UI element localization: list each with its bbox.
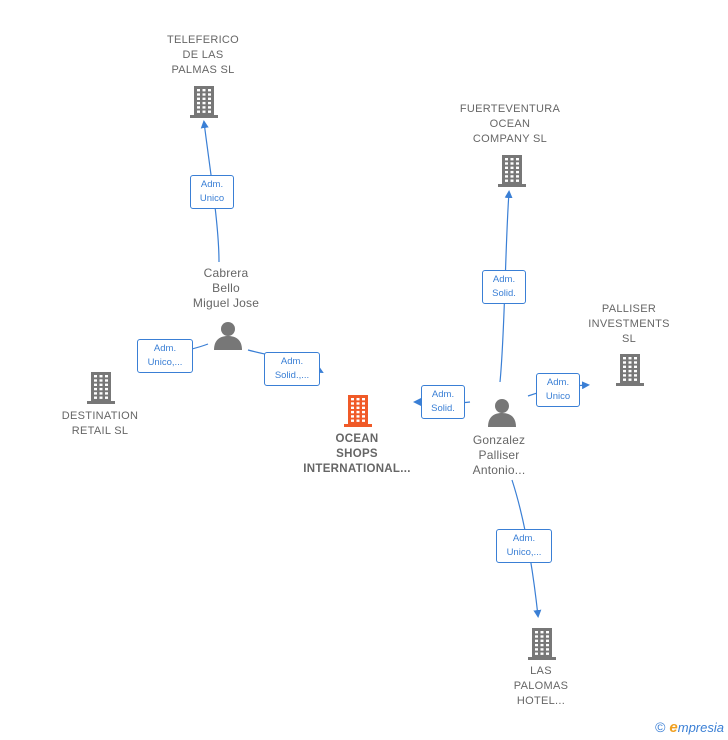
building-icon-ocean-shops[interactable] (342, 393, 374, 434)
node-label-fuerteventura[interactable]: FUERTEVENTURA OCEAN COMPANY SL (459, 103, 561, 145)
edge-label-gonzalez-fuerteventura[interactable]: Adm. Solid. (482, 270, 526, 304)
node-label-las-palomas[interactable]: LAS PALOMAS HOTEL... (513, 665, 569, 707)
edge-label-cabrera-ocean-shops[interactable]: Adm. Solid.,... (264, 352, 320, 386)
building-icon-destination[interactable] (85, 370, 117, 411)
person-icon-cabrera[interactable] (213, 320, 243, 355)
brand-logo-text: mpresia (677, 720, 724, 735)
edge-label-gonzalez-las-palomas[interactable]: Adm. Unico,... (496, 529, 552, 563)
person-icon-gonzalez[interactable] (487, 397, 517, 432)
edge-label-cabrera-destination[interactable]: Adm. Unico,... (137, 339, 193, 373)
building-icon-palliser-investments[interactable] (614, 352, 646, 393)
node-label-destination[interactable]: DESTINATION RETAIL SL (61, 410, 139, 437)
node-label-gonzalez[interactable]: Gonzalez Palliser Antonio... (472, 433, 526, 477)
copyright-icon: © (655, 719, 666, 735)
building-icon-teleferico[interactable] (188, 84, 220, 125)
building-icon-las-palomas[interactable] (526, 626, 558, 667)
node-label-cabrera[interactable]: Cabrera Bello Miguel Jose (192, 266, 260, 310)
node-label-teleferico[interactable]: TELEFERICO DE LAS PALMAS SL (166, 34, 240, 76)
footer-brand: ©empresia (655, 719, 724, 736)
building-icon-fuerteventura[interactable] (496, 153, 528, 194)
brand-logo-e: e (669, 719, 678, 736)
edge-label-gonzalez-ocean-shops[interactable]: Adm. Solid. (421, 385, 465, 419)
edge-label-cabrera-teleferico[interactable]: Adm. Unico (190, 175, 234, 209)
node-label-palliser-investments[interactable]: PALLISER INVESTMENTS SL (588, 303, 670, 345)
edge-label-gonzalez-palliser[interactable]: Adm. Unico (536, 373, 580, 407)
node-label-ocean-shops[interactable]: OCEAN SHOPS INTERNATIONAL... (303, 433, 411, 475)
